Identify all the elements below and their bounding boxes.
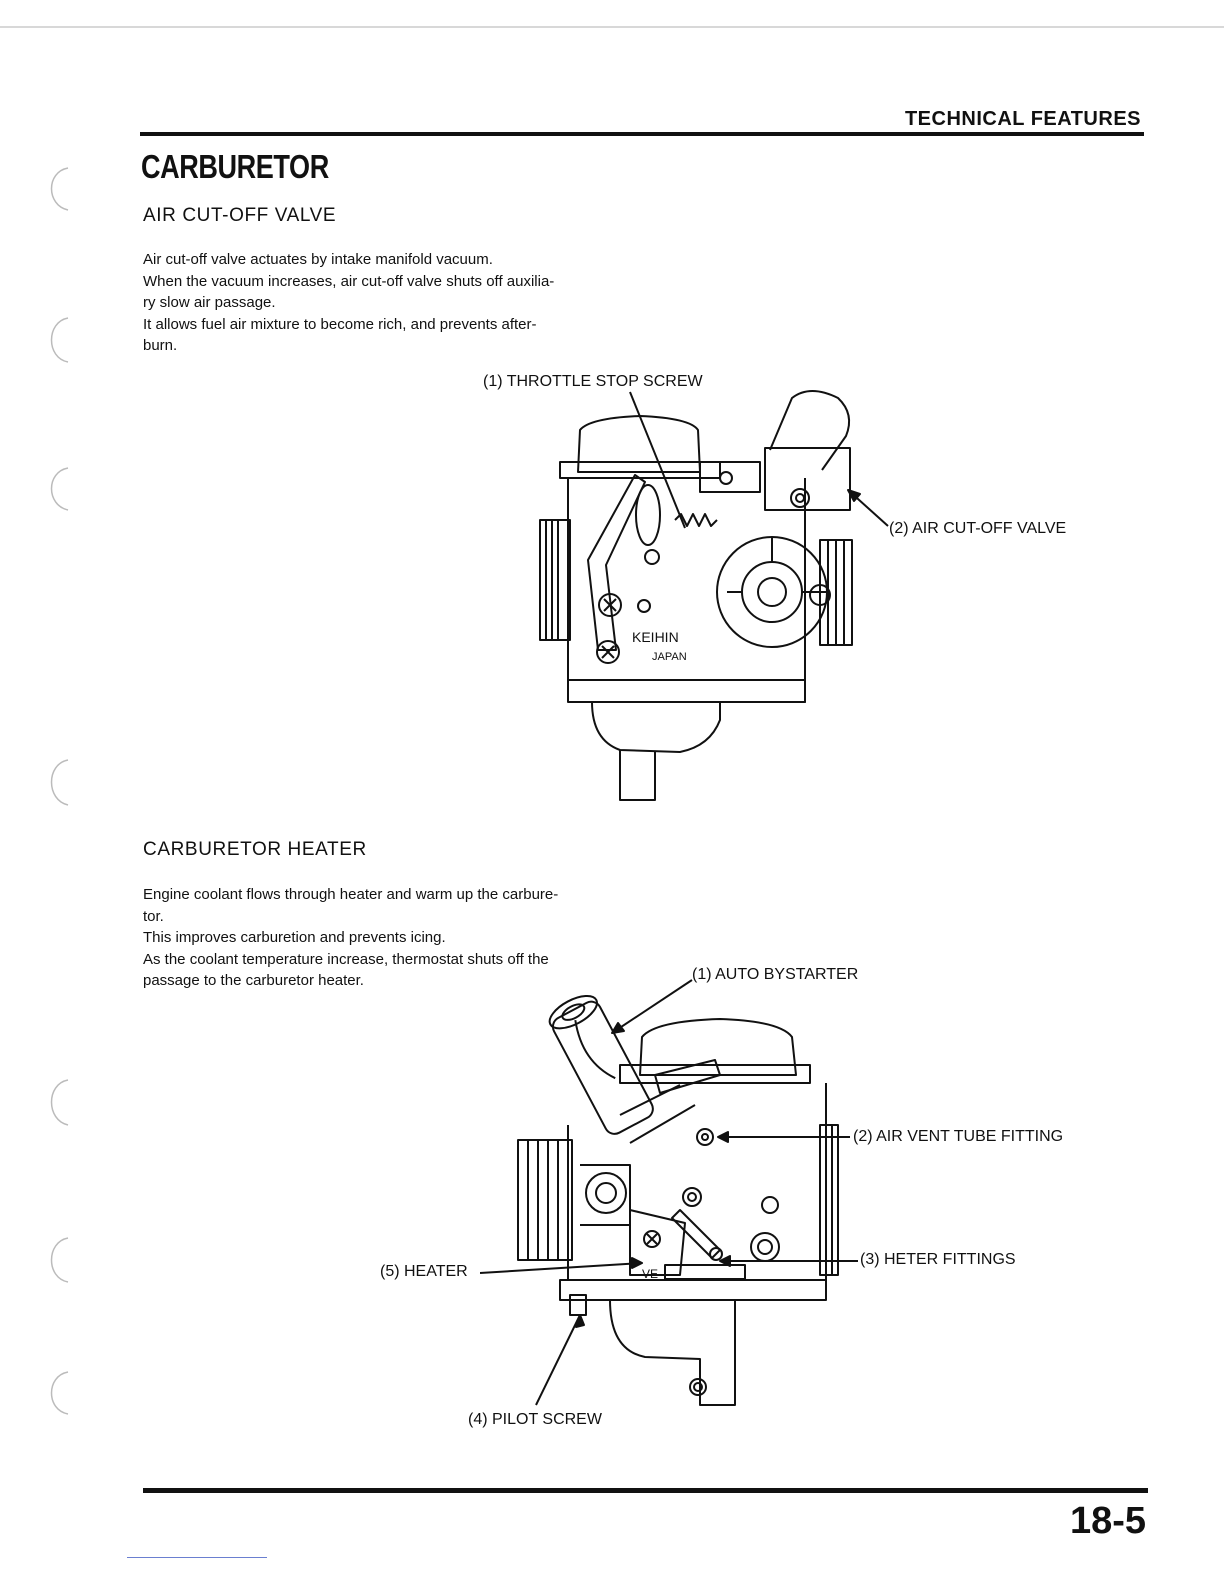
air-cutoff-heading: AIR CUT-OFF VALVE bbox=[143, 205, 337, 226]
text-line: passage to the carburetor heater. bbox=[143, 972, 364, 989]
section-label: TECHNICAL FEATURES bbox=[904, 108, 1141, 130]
callout-auto-bystarter: (1) AUTO BYSTARTER bbox=[692, 966, 859, 983]
leader-line bbox=[629, 391, 686, 529]
heater-text: Engine coolant flows through heater and … bbox=[143, 884, 653, 992]
header-rule bbox=[140, 132, 1144, 136]
text-line: tor. bbox=[143, 907, 164, 925]
callout-pilot-screw: (4) PILOT SCREW bbox=[468, 1411, 602, 1428]
text-line: When the vacuum increases, air cut-off v… bbox=[143, 272, 555, 290]
callout-heater: (5) HEATER bbox=[380, 1263, 468, 1280]
footer-rule bbox=[143, 1488, 1148, 1493]
page-number: 18-5 bbox=[1069, 1500, 1146, 1542]
binder-holes bbox=[50, 167, 69, 1415]
text-line: ry slow air passage. bbox=[143, 294, 276, 311]
plate-marking: VE bbox=[642, 1267, 658, 1281]
air-cutoff-text: Air cut-off valve actuates by intake man… bbox=[143, 249, 653, 357]
text-line: burn. bbox=[143, 337, 178, 354]
scan-top-edge bbox=[0, 26, 1224, 28]
text-line: Engine coolant flows through heater and … bbox=[143, 886, 559, 903]
text-line: It allows fuel air mixture to become ric… bbox=[143, 315, 537, 333]
scan-footer-mark bbox=[127, 1557, 267, 1558]
text-line: This improves carburetion and prevents i… bbox=[143, 929, 446, 946]
keihin-logo-text: KEIHIN bbox=[632, 629, 679, 645]
heater-heading: CARBURETOR HEATER bbox=[143, 839, 367, 860]
carburetor-diagram-2: VE bbox=[480, 979, 858, 1406]
page-title: CARBURETOR bbox=[141, 148, 329, 185]
carburetor-diagram-1: KEIHIN JAPAN bbox=[539, 390, 889, 801]
text-line: Air cut-off valve actuates by intake man… bbox=[143, 251, 493, 268]
text-line: As the coolant temperature increase, the… bbox=[143, 950, 549, 968]
keihin-logo-subtext: JAPAN bbox=[652, 651, 687, 663]
callout-air-vent-tube-fitting: (2) AIR VENT TUBE FITTING bbox=[853, 1128, 1064, 1145]
callout-heater-fittings: (3) HETER FITTINGS bbox=[860, 1251, 1016, 1268]
callout-throttle-stop-screw: (1) THROTTLE STOP SCREW bbox=[483, 373, 703, 390]
callout-air-cutoff-valve: (2) AIR CUT-OFF VALVE bbox=[889, 520, 1067, 537]
